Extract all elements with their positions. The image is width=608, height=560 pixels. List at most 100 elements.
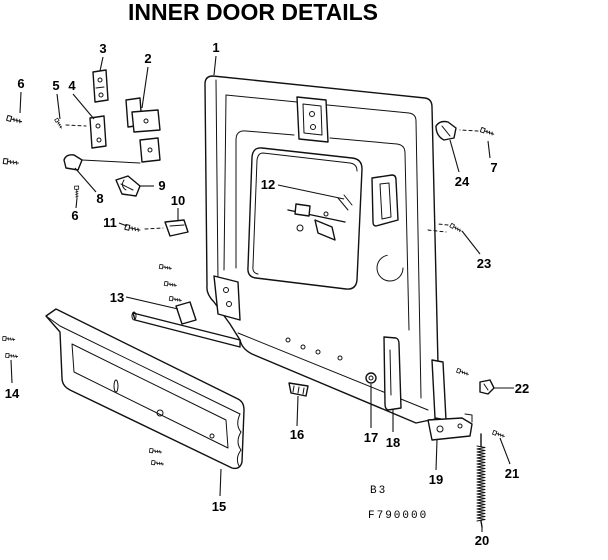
page-code: B3 (370, 485, 387, 497)
callout-label-12: 12 (261, 177, 275, 192)
bracket-notch (95, 86, 105, 89)
bracket-hole (226, 301, 232, 307)
bracket-slot (389, 349, 392, 396)
part-1-inner-door (204, 75, 447, 424)
callout-label-21: 21 (505, 466, 519, 481)
bracket (92, 69, 109, 103)
leader-line-15 (219, 468, 222, 497)
drawing-number: F790000 (368, 510, 428, 522)
callout-label-13: 13 (110, 290, 124, 305)
panel-curled-edge (236, 413, 242, 467)
screw-drawing (158, 263, 173, 271)
screw-drawing (2, 157, 20, 167)
clip (479, 379, 495, 395)
part-15-bottom-panel (45, 308, 245, 470)
bracket-hole (143, 118, 149, 124)
part-19-hinge (427, 359, 473, 441)
part-4-bracket (89, 115, 107, 149)
door-embossed-panel (235, 130, 410, 331)
part-9-clip (115, 175, 141, 197)
leader-line-21 (499, 437, 511, 465)
clip-curl (120, 179, 134, 191)
screw-drawing (74, 185, 80, 199)
hinge-arm (431, 359, 447, 421)
part-20-spring (476, 433, 486, 528)
door-hole (337, 355, 343, 361)
leader-line-13 (125, 296, 179, 310)
door-window (247, 147, 363, 290)
callout-label-1: 1 (212, 40, 219, 55)
callout-label-23: 23 (477, 256, 491, 271)
door-edge-dash (427, 229, 447, 233)
callout-label-18: 18 (386, 435, 400, 450)
bracket-hole (97, 77, 103, 83)
callout-label-9: 9 (158, 178, 165, 193)
rod (132, 312, 241, 348)
part-24-clamp (435, 120, 457, 141)
leader-line-3 (99, 56, 104, 72)
leader-line-2 (141, 66, 149, 109)
panel-face (71, 343, 229, 449)
hinge-hole (436, 425, 444, 433)
callout-label-16: 16 (290, 427, 304, 442)
bracket-hole (96, 137, 102, 143)
screw-drawing (54, 117, 64, 130)
part-16-wedge (288, 382, 309, 397)
door-side-bracket (213, 275, 241, 321)
door-round-boss (376, 254, 404, 282)
latch-lever (314, 219, 336, 241)
callout-label-11: 11 (103, 215, 117, 230)
grommet-outer (365, 372, 377, 384)
callout-label-24: 24 (455, 174, 470, 189)
callout-label-6a: 6 (17, 76, 24, 91)
door-top-bracket-inner (302, 103, 323, 136)
clip-line (483, 383, 489, 391)
bracket-hole (309, 111, 315, 117)
bracket-hole (223, 287, 229, 293)
rod (81, 159, 141, 164)
screw-drawing (150, 459, 165, 467)
door-hole (285, 337, 291, 343)
panel-outline (45, 308, 245, 470)
callout-label-5: 5 (52, 78, 59, 93)
bracket-lower (139, 137, 161, 163)
rod-end (131, 311, 137, 321)
tab-line (169, 224, 185, 227)
screws (2, 114, 506, 467)
callout-label-10: 10 (171, 193, 185, 208)
part-18-bracket (383, 336, 402, 411)
callout-label-22: 22 (515, 381, 529, 396)
part-12-latch-assembly (287, 174, 399, 241)
latch-plate-slot (379, 182, 392, 220)
bracket (175, 301, 197, 325)
tab (164, 219, 189, 237)
grommet-inner (368, 375, 374, 381)
panel-hole (156, 409, 164, 417)
leader-line-24 (449, 139, 460, 173)
part-8-wedge (63, 154, 141, 171)
part-22-clip (479, 379, 495, 395)
spring-coil (476, 445, 486, 522)
callout-label-3: 3 (99, 41, 106, 56)
callout-label-2: 2 (144, 51, 151, 66)
screw-drawing (148, 447, 163, 455)
hinge-plate (427, 417, 473, 441)
leader-line-5 (56, 93, 61, 120)
panel-top-edge (45, 315, 241, 415)
clip (115, 175, 141, 197)
latch-pin (296, 224, 304, 232)
panel-hole (209, 433, 215, 439)
door-hole (300, 344, 306, 350)
diagram-title: INNER DOOR DETAILS (128, 0, 378, 25)
leader-lines (10, 55, 514, 532)
door-left-flange (215, 79, 219, 283)
callout-label-6b: 6 (71, 208, 78, 223)
screw-drawing (168, 295, 183, 303)
part-13-bracket (131, 301, 241, 348)
screw-axis-dash (65, 124, 479, 230)
leader-line-23 (461, 230, 481, 255)
bracket (89, 115, 107, 149)
leader-line-14 (10, 359, 13, 384)
latch-pin (323, 211, 329, 217)
leader-line-1 (213, 55, 217, 76)
